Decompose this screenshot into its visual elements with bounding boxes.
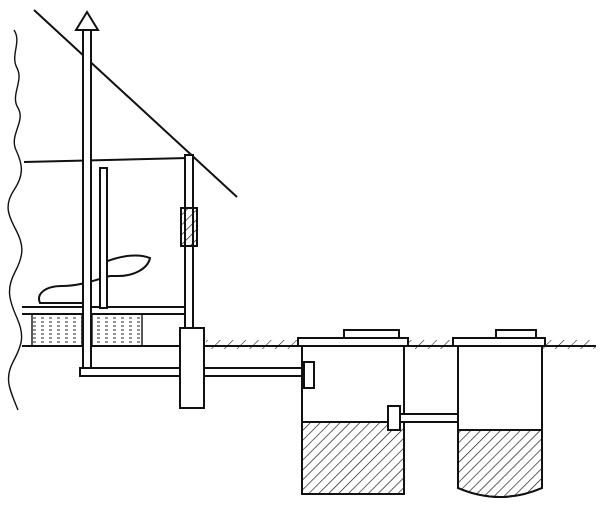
septic-tank-1 <box>297 329 409 495</box>
connecting-pipe <box>399 413 467 423</box>
tank-2-lid <box>452 337 546 347</box>
drain-riser-pipe <box>180 154 198 331</box>
tank-2-hatch <box>495 329 537 339</box>
toilet-riser <box>99 167 108 309</box>
tank-1-sludge <box>301 421 405 495</box>
tank-1-outlet-tee <box>387 405 401 431</box>
tank-2-sludge <box>457 429 543 498</box>
tank-1-lid <box>297 337 409 347</box>
cleanout-fitting <box>180 207 198 247</box>
roof-line <box>33 9 238 198</box>
wall-break-line <box>7 29 23 411</box>
septic-tank-2 <box>452 329 546 498</box>
drain-stack-box <box>179 327 205 409</box>
vent-cap-icon <box>74 10 100 31</box>
floor-slab <box>22 306 186 347</box>
tank-1-hatch <box>343 329 400 339</box>
toilet-bowl <box>38 254 152 304</box>
tank-1-inlet-tee <box>303 361 315 389</box>
ceiling-line <box>23 157 189 163</box>
ground-hatching <box>206 340 596 349</box>
